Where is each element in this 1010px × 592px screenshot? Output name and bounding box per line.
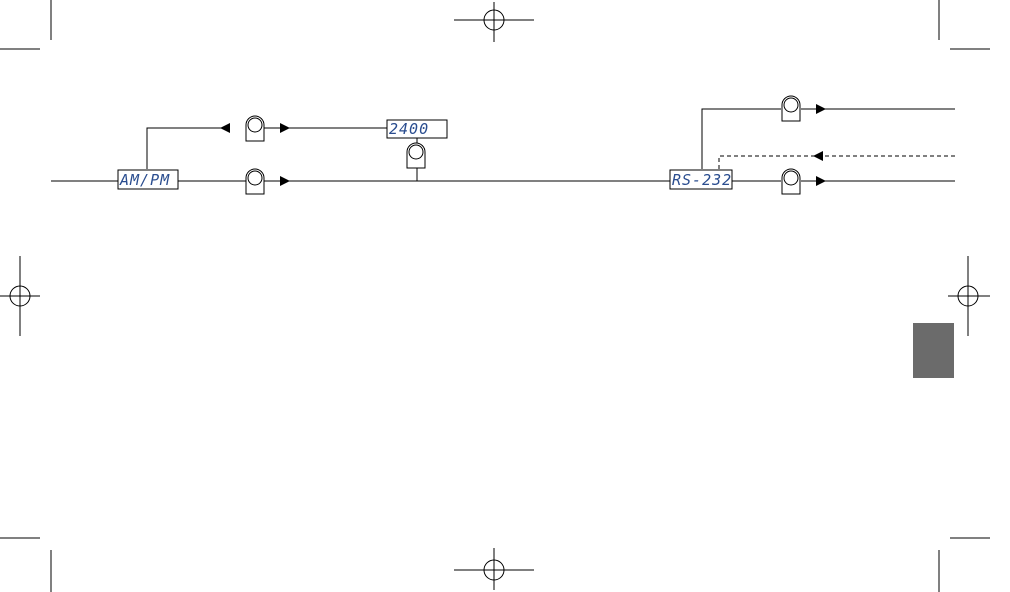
display-interface: RS-232 [672,171,732,189]
registration-target-icon [454,2,534,42]
arrows [220,104,826,186]
push-button-icon [246,169,264,194]
flow-lines [51,109,955,181]
arrow-head-icon [816,104,826,114]
display-ampm-group: AM/PM [118,170,178,189]
registration-target-icon [454,548,534,590]
section-tab [913,323,954,378]
push-button-icon [407,143,425,168]
arrow-head-icon [280,176,290,186]
arrow-head-icon [280,123,290,133]
registration-target-icon [948,256,990,336]
display-baud: 2400 [389,120,429,138]
push-button-icon [246,116,264,141]
arrow-head-icon [220,123,230,133]
arrow-head-icon [813,151,823,161]
push-button-icon [782,96,800,121]
display-ampm: AM/PM [119,171,170,189]
registration-target-icon [0,256,40,336]
display-baud-group: 2400 [387,120,447,138]
display-interface-group: RS-232 [670,170,732,189]
branch-line-upper [147,128,228,169]
arrow-head-icon [816,176,826,186]
registration-marks [0,2,990,590]
dashed-return-line [719,156,955,169]
branch-line-rs232 [702,109,781,169]
push-button-icon [782,169,800,194]
